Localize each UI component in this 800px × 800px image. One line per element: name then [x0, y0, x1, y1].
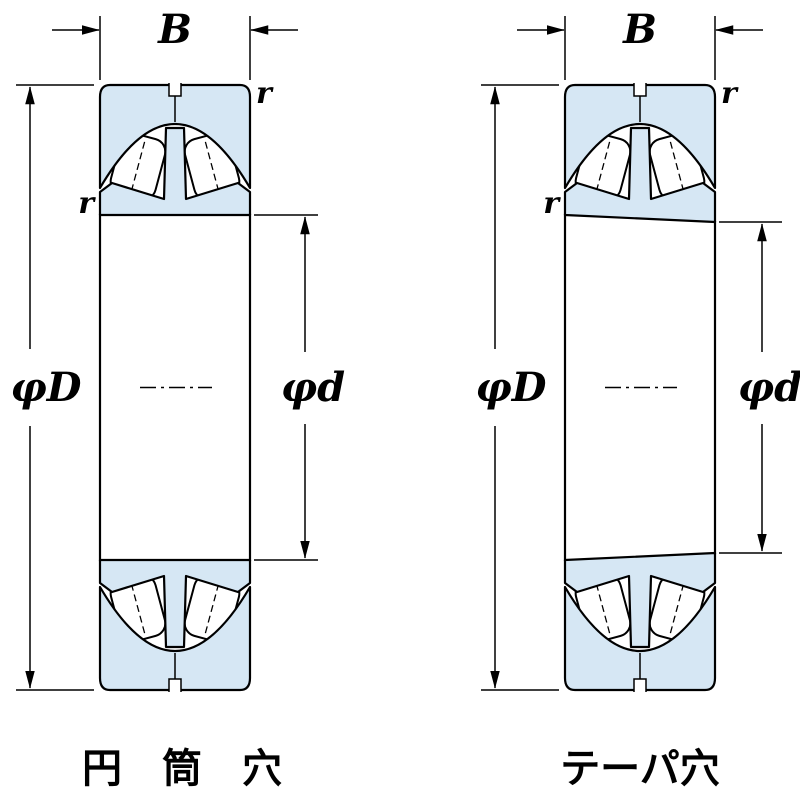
tapered-bore-bearing — [563, 81, 717, 694]
chamfer-label-outer-right: r — [721, 76, 739, 111]
upper-section — [563, 81, 717, 224]
caption-cylindrical-bore: 円 筒 穴 — [82, 746, 282, 792]
dimension-bore-diameter-left: φd — [254, 214, 345, 561]
chamfer-label-outer-left: r — [256, 76, 274, 111]
bore-diameter-label: φd — [281, 364, 345, 411]
cylindrical-bore-bearing — [98, 81, 252, 694]
outer-diameter-label: φD — [11, 364, 82, 411]
dimension-outer-diameter-left: φD — [11, 84, 94, 691]
lower-section — [563, 551, 717, 694]
lower-section — [98, 558, 252, 694]
bore-diameter-label: φd — [738, 364, 800, 411]
chamfer-label-inner-left: r — [78, 186, 96, 221]
dimension-outer-diameter-right: φD — [476, 84, 559, 691]
width-label: B — [157, 6, 192, 53]
outer-diameter-label: φD — [476, 364, 547, 411]
width-label: B — [622, 6, 657, 53]
dimension-B-left: B — [52, 6, 298, 80]
dimension-bore-diameter-right: φd — [719, 221, 800, 554]
upper-section — [98, 81, 252, 217]
chamfer-label-inner-right: r — [543, 186, 561, 221]
caption-tapered-bore: テーパ穴 — [560, 746, 720, 792]
dimension-B-right: B — [517, 6, 763, 80]
